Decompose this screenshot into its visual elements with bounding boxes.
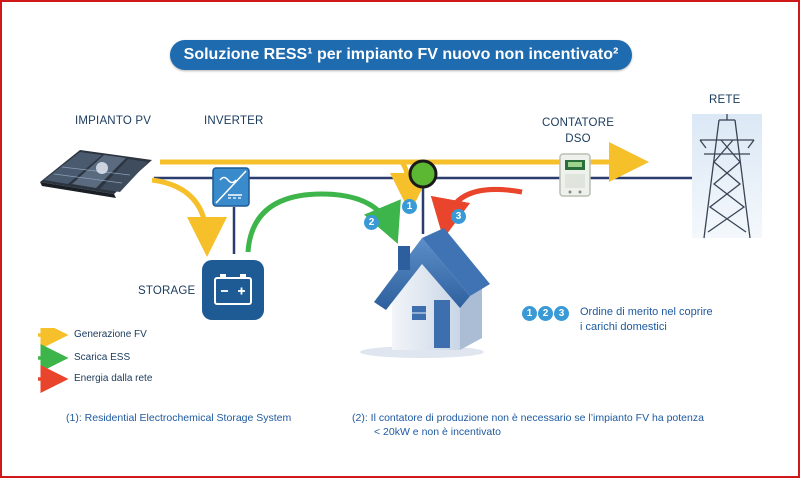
storage-to-house-arrow — [245, 191, 401, 253]
pylon-icon — [692, 114, 762, 239]
inverter-label: INVERTER — [204, 115, 264, 127]
merit-text: Ordine di merito nel coprire i carichi d… — [580, 305, 713, 335]
battery-icon — [202, 260, 264, 320]
legend-arrows — [38, 328, 69, 393]
merit-text-line1: Ordine di merito nel coprire — [580, 306, 713, 318]
merit-text-line2: i carichi domestici — [580, 321, 667, 333]
pv-to-storage-arrow — [151, 177, 227, 257]
storage-label: STORAGE — [138, 285, 196, 297]
footnote-2-line2: < 20kW e non è incentivato — [374, 426, 501, 438]
solar-panel-icon — [40, 150, 152, 198]
pv-label: IMPIANTO PV — [75, 115, 152, 127]
inverter-icon — [212, 167, 250, 207]
legend-label-generation: Generazione FV — [74, 329, 147, 340]
badge-1: 1 — [402, 199, 417, 214]
grid-label: RETE — [709, 94, 741, 106]
footnote-2-line1: (2): Il contatore di produzione non è ne… — [352, 412, 704, 424]
junction-node-icon — [408, 159, 438, 189]
legend-label-discharge: Scarica ESS — [74, 352, 131, 363]
merit-badge-1: 1 — [522, 306, 537, 321]
meter-label: CONTATORE DSO — [542, 117, 615, 145]
badge-3: 3 — [451, 209, 466, 224]
legend-label-grid: Energia dalla rete — [74, 373, 153, 384]
house-icon — [360, 228, 490, 358]
merit-badge-2: 2 — [538, 306, 553, 321]
meter-icon — [559, 153, 591, 197]
pv-to-house-arrow — [389, 160, 430, 213]
footnote-1: (1): Residential Electrochemical Storage… — [66, 412, 292, 424]
grid-to-house-arrow — [430, 186, 523, 239]
badge-2: 2 — [364, 215, 379, 230]
diagram-title: Soluzione RESS¹ per impianto FV nuovo no… — [170, 40, 632, 70]
merit-badge-3: 3 — [554, 306, 569, 321]
